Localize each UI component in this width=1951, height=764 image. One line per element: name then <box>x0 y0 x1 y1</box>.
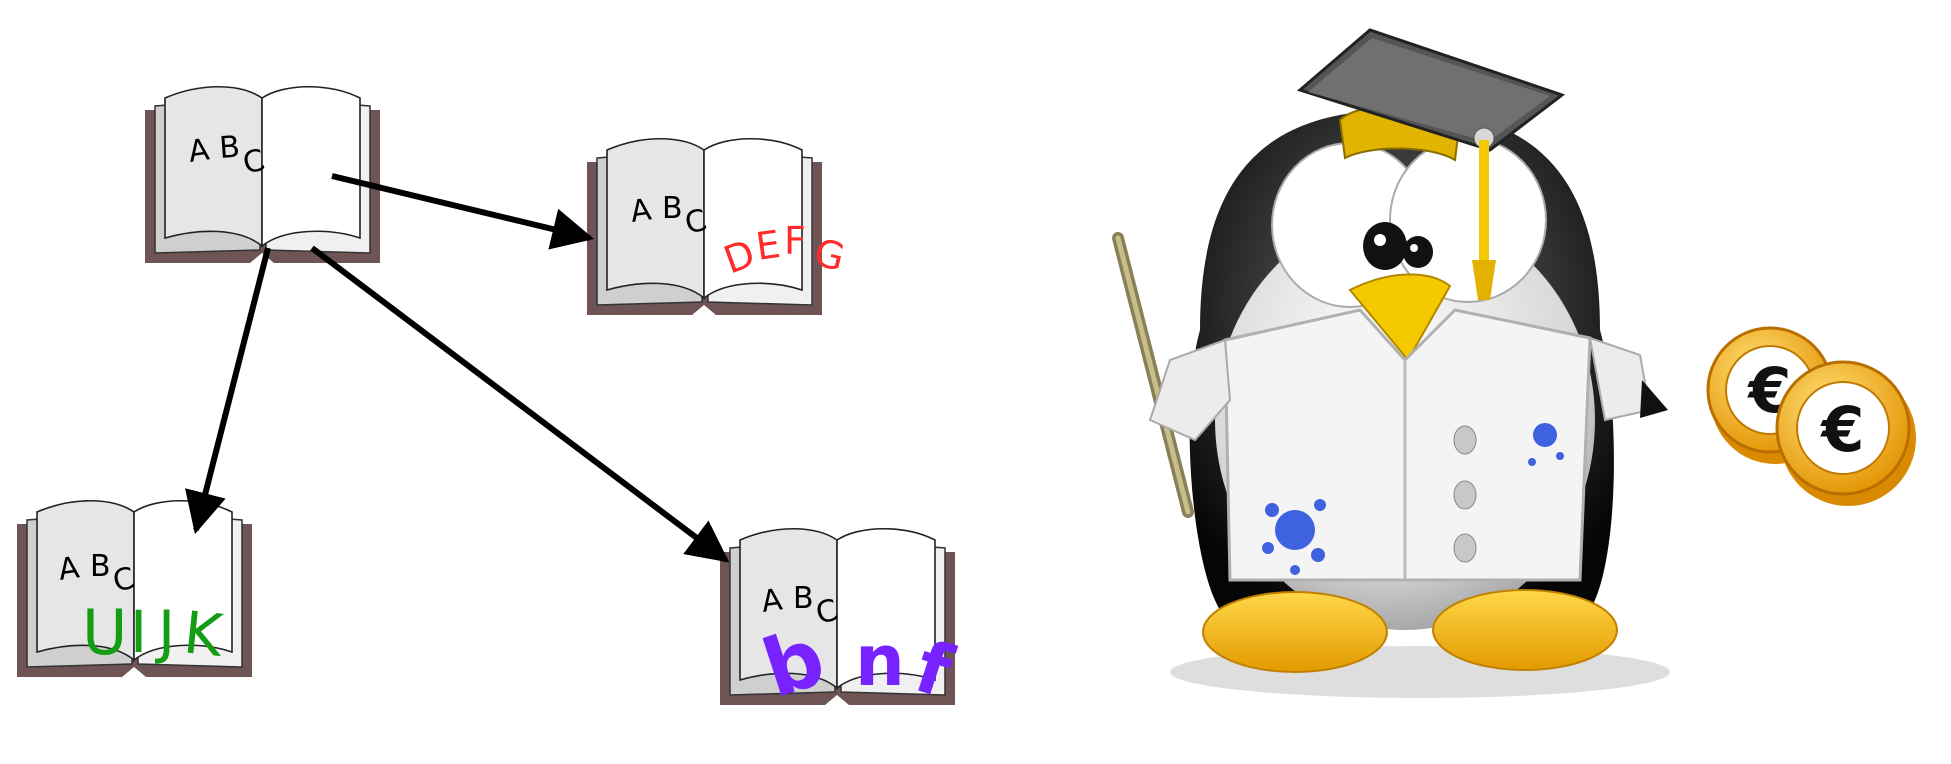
graduate-penguin-icon <box>1112 28 1670 698</box>
purple-ink-n: n <box>855 620 905 702</box>
green-ink-u: U <box>82 596 127 669</box>
red-book: A B C D E F G <box>586 137 849 316</box>
coin-symbol-front: € <box>1819 393 1864 466</box>
purple-letter-b: B <box>793 581 814 616</box>
green-ink-j: J <box>155 598 175 666</box>
green-ink-k: K <box>181 598 228 670</box>
arrow-to-red-book <box>331 173 595 250</box>
red-ink-f: F <box>784 219 806 263</box>
green-letter-b: B <box>90 549 111 584</box>
source-letter-b: B <box>218 130 241 166</box>
green-book: A B C U I J K <box>16 499 253 678</box>
purple-book: A B C b n f <box>719 527 962 716</box>
source-book: A B C <box>144 85 381 264</box>
arrow-to-purple-book <box>310 245 730 563</box>
euro-coins-icon: € € <box>1706 326 1916 506</box>
arrow-to-green-book <box>185 247 271 535</box>
red-letter-b: B <box>662 191 683 226</box>
green-ink-i: I <box>130 598 147 666</box>
